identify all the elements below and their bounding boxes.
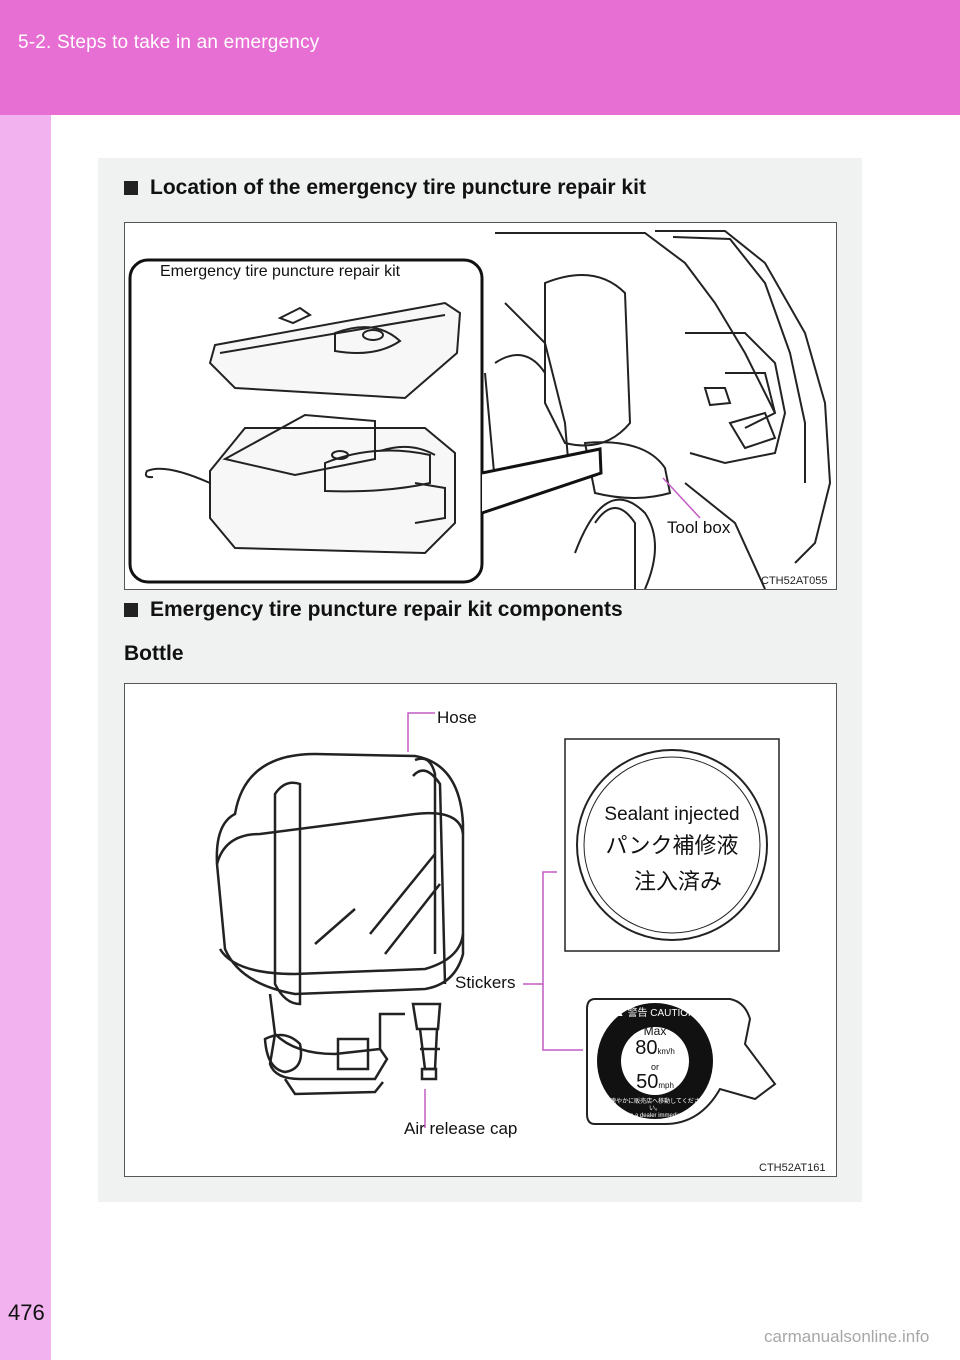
- section-heading-location: Location of the emergency tire puncture …: [124, 176, 646, 200]
- figure-code: CTH52AT161: [759, 1162, 826, 1174]
- figure-bottle: Hose Stickers Air release cap CTH52AT161…: [124, 683, 837, 1177]
- sticker-mph: 50mph: [636, 1071, 674, 1093]
- callout-emergency-kit: Emergency tire puncture repair kit: [158, 263, 403, 281]
- callout-tool-box: Tool box: [667, 518, 731, 537]
- section-title: 5-2. Steps to take in an emergency: [18, 32, 320, 53]
- figure-kit-location: Emergency tire puncture repair kit Tool …: [124, 222, 837, 590]
- bullet-square-icon: [124, 603, 138, 617]
- bottle-illustration: [215, 712, 780, 1128]
- footer-watermark: carmanualsonline.info: [764, 1327, 930, 1346]
- sticker-caution-top: ▲ 警告 CAUTION: [614, 1008, 696, 1019]
- sticker-max: Max: [643, 1024, 667, 1038]
- car-interior-illustration: [128, 230, 832, 590]
- sticker-line-3: 注入済み: [633, 869, 722, 894]
- page-header: 5-2. Steps to take in an emergency: [0, 0, 960, 115]
- label-stickers: Stickers: [455, 973, 516, 992]
- sticker-caution: ▲ 警告 CAUTION Max 80km/h or 50mph 速やかに販売店…: [605, 1008, 705, 1120]
- sticker-or: or: [650, 1062, 659, 1072]
- left-sidebar-band: [0, 115, 51, 1360]
- sticker-ring-text: 速やかに販売店へ移動してください。 Go to a dealer immedia…: [610, 1099, 700, 1119]
- bullet-square-icon: [124, 181, 138, 195]
- sticker-line-2: パンク補修液: [605, 833, 739, 858]
- warning-triangle-icon: ▲: [614, 1008, 625, 1019]
- subheading-bottle: Bottle: [124, 642, 184, 665]
- sticker-kmh: 80km/h: [635, 1037, 675, 1059]
- sticker-sealant-injected: Sealant injected パンク補修液 注入済み: [577, 804, 767, 896]
- page-number: 476: [8, 1300, 45, 1325]
- sticker-line-1: Sealant injected: [604, 804, 740, 825]
- label-hose: Hose: [437, 708, 477, 727]
- section-heading-components: Emergency tire puncture repair kit compo…: [124, 598, 623, 622]
- label-air-release-cap: Air release cap: [404, 1119, 518, 1138]
- heading-text: Location of the emergency tire puncture …: [150, 176, 646, 199]
- figure-code: CTH52AT055: [761, 575, 828, 587]
- heading-text: Emergency tire puncture repair kit compo…: [150, 598, 623, 621]
